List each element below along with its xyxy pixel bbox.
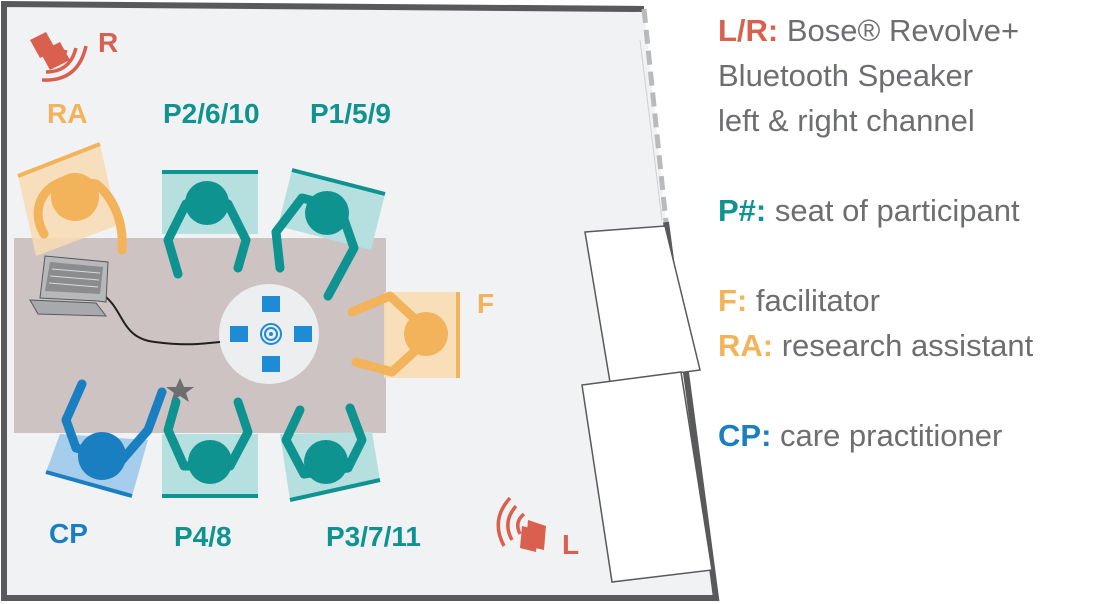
legend-cp-key: CP: (718, 418, 772, 453)
legend-cp-text: care practitioner (771, 418, 1003, 453)
conference-device-icon (219, 284, 319, 384)
p4-label: P4/8 (174, 521, 232, 552)
seat-ra (17, 142, 127, 256)
legend-ra-text: research assistant (773, 328, 1034, 363)
seat-p3 (280, 403, 381, 502)
window-wall (641, 8, 669, 223)
p3-label: P3/7/11 (326, 521, 421, 552)
cabinet-upper (584, 225, 701, 383)
legend-f-row: F: facilitator (718, 278, 1098, 323)
room-wall (1, 0, 720, 601)
seat-p2 (162, 170, 258, 279)
laptop-icon (29, 255, 109, 317)
p1-label: P1/5/9 (310, 98, 391, 129)
f-label: F (477, 288, 494, 319)
legend-p-row: P#: seat of participant (718, 188, 1098, 233)
legend-lr-text-2: Bluetooth Speaker (718, 58, 974, 93)
speaker-l-label: L (562, 529, 579, 560)
speaker-icon (30, 32, 88, 82)
speaker-icon (496, 496, 546, 552)
legend-ra-key: RA: (718, 328, 774, 363)
legend-lr-text-3: left & right channel (718, 103, 975, 138)
legend-ra-row: RA: research assistant (718, 323, 1098, 368)
ra-label: RA (47, 98, 87, 129)
legend-f-text: facilitator (747, 283, 880, 318)
legend: L/R: Bose® Revolve+ Bluetooth Speaker le… (718, 8, 1098, 458)
seat-f (347, 291, 460, 378)
seat-p4 (162, 397, 258, 498)
seat-p1 (271, 168, 386, 301)
legend-p-key: P#: (718, 193, 767, 228)
seat-cp (45, 379, 167, 498)
legend-f-key: F: (718, 283, 748, 318)
p2-label: P2/6/10 (163, 98, 260, 129)
microphone-star-icon (166, 378, 194, 402)
cabinet-lower (581, 371, 713, 583)
cp-label: CP (49, 518, 88, 549)
legend-p-text: seat of participant (766, 193, 1020, 228)
legend-cp-row: CP: care practitioner (718, 413, 1098, 458)
cable (97, 291, 221, 346)
speaker-r-label: R (98, 27, 118, 58)
legend-lr-row: L/R: Bose® Revolve+ (718, 8, 1098, 53)
legend-lr-text: Bose® Revolve+ (778, 13, 1020, 48)
legend-lr-key: L/R: (718, 13, 779, 48)
